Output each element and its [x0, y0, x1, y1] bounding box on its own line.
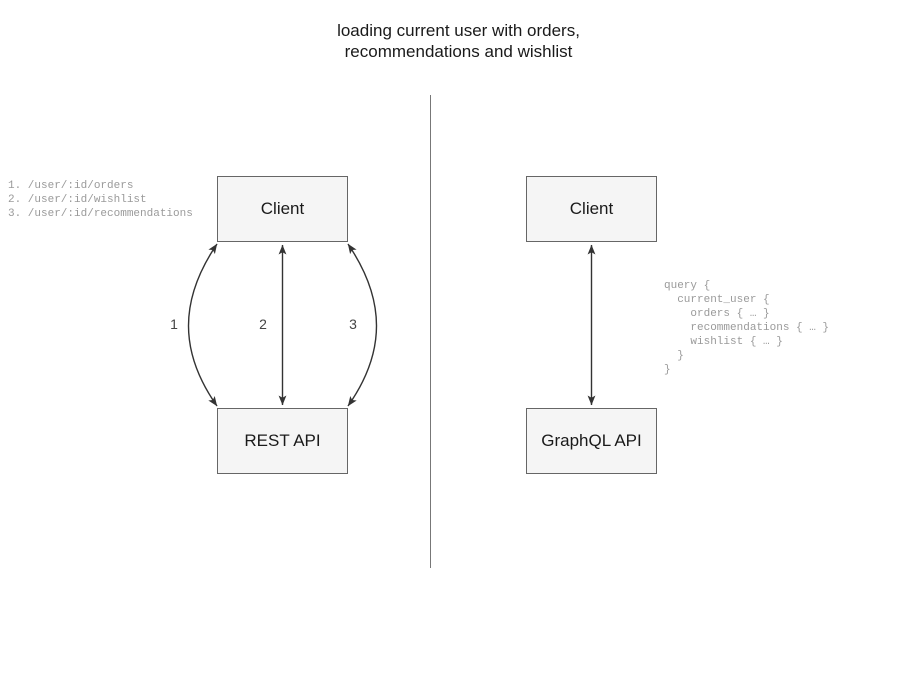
graphql-query-block: query { current_user { orders { … } reco… [664, 280, 830, 376]
arrow-label-3: 3 [349, 316, 357, 332]
arrow-label-1: 1 [170, 316, 178, 332]
node-rest-client[interactable]: Client [217, 176, 348, 242]
rest-endpoint-list: 1. /user/:id/orders 2. /user/:id/wishlis… [8, 180, 193, 220]
node-rest-api[interactable]: REST API [217, 408, 348, 474]
node-graphql-client[interactable]: Client [526, 176, 657, 242]
rest-arrow-1 [187, 243, 218, 407]
diagram-title: loading current user with orders, recomm… [337, 21, 580, 61]
arrow-label-2: 2 [259, 316, 267, 332]
node-graphql-api[interactable]: GraphQL API [526, 408, 657, 474]
comparison-divider [430, 95, 431, 568]
